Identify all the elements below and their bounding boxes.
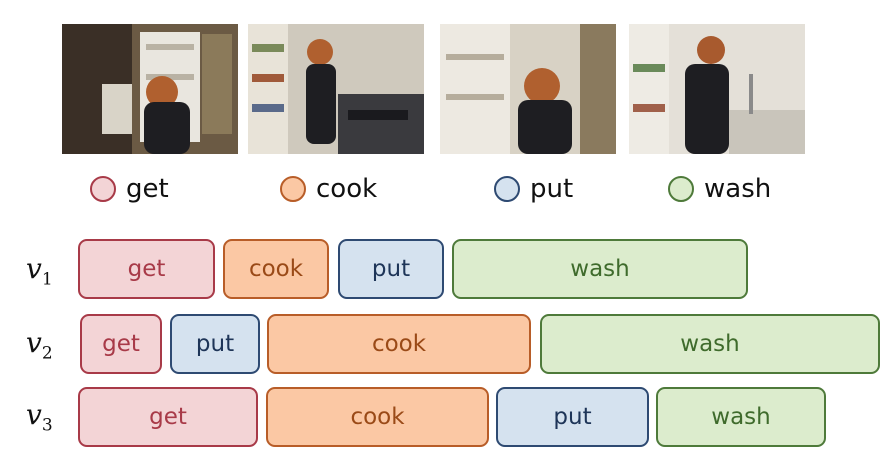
legend-item-get: get <box>90 173 169 205</box>
segment-cook: cook <box>267 314 531 374</box>
video-frame-put <box>440 24 616 154</box>
legend-swatch-cook <box>280 176 306 202</box>
row-label-v2: v2 <box>26 326 53 364</box>
segment-get: get <box>78 239 215 299</box>
legend-item-cook: cook <box>280 173 377 205</box>
segment-put: put <box>170 314 260 374</box>
legend-swatch-get <box>90 176 116 202</box>
legend-label: wash <box>704 174 772 204</box>
segment-label: get <box>102 331 140 357</box>
segment-label: get <box>149 404 187 430</box>
row-sub: 3 <box>41 415 53 436</box>
segment-put: put <box>338 239 444 299</box>
segment-label: wash <box>680 331 740 357</box>
row-label-v1: v1 <box>26 252 53 290</box>
segment-cook: cook <box>266 387 489 447</box>
segment-label: wash <box>570 256 630 282</box>
segment-label: wash <box>711 404 771 430</box>
row-sub: 2 <box>41 343 53 364</box>
row-sub: 1 <box>41 269 53 290</box>
legend-item-put: put <box>494 173 573 205</box>
segment-label: cook <box>371 331 427 357</box>
segment-label: put <box>195 331 235 357</box>
row-var: v <box>26 326 42 359</box>
segment-cook: cook <box>223 239 329 299</box>
video-frame-wash <box>629 24 805 154</box>
segment-get: get <box>80 314 162 374</box>
row-var: v <box>26 398 42 431</box>
legend-label: get <box>126 174 169 204</box>
segment-label: cook <box>248 256 304 282</box>
segment-label: put <box>371 256 411 282</box>
row-var: v <box>26 252 42 285</box>
legend-label: put <box>530 174 574 204</box>
segment-wash: wash <box>452 239 748 299</box>
row-label-v3: v3 <box>26 398 53 436</box>
legend-swatch-put <box>494 176 520 202</box>
segment-label: cook <box>350 404 405 430</box>
segment-put: put <box>496 387 649 447</box>
legend-label: cook <box>316 174 378 204</box>
segment-get: get <box>78 387 258 447</box>
segment-wash: wash <box>540 314 880 374</box>
video-frame-get <box>62 24 238 154</box>
segment-wash: wash <box>656 387 826 447</box>
legend-swatch-wash <box>668 176 694 202</box>
segment-label: get <box>127 256 166 282</box>
segment-label: put <box>553 404 592 430</box>
video-frame-cook <box>248 24 424 154</box>
legend-item-wash: wash <box>668 173 771 205</box>
